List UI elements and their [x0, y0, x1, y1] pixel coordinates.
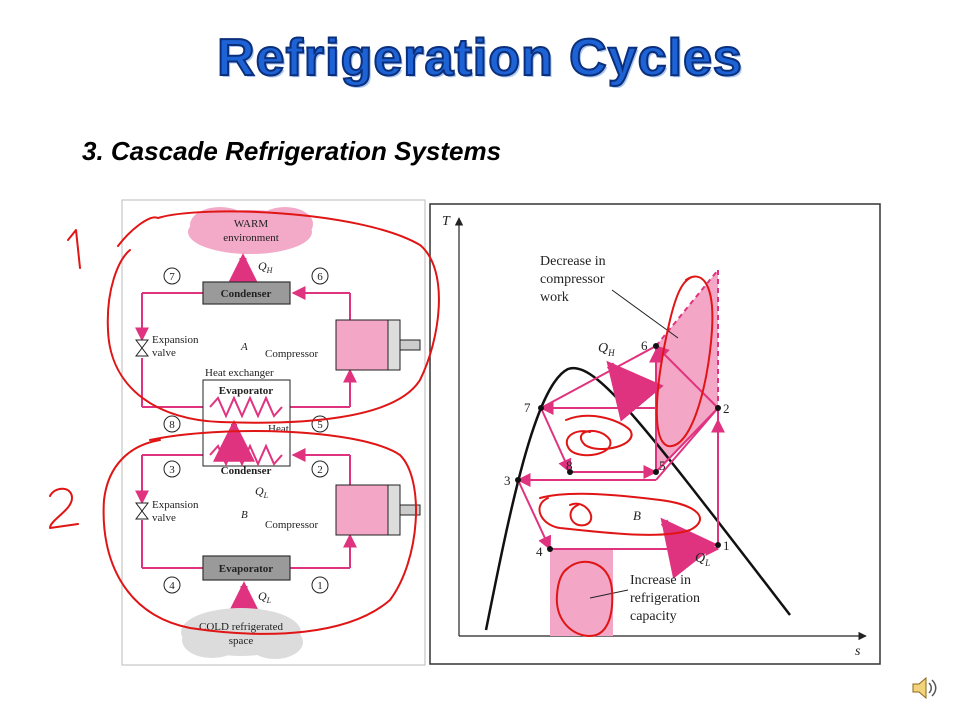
circle-cycle-2 [102, 430, 417, 635]
warm-label-1: WARM [234, 218, 268, 230]
scribble-cycle-a [565, 414, 633, 457]
qh-label: QH [258, 259, 274, 275]
t-axis-label: T [442, 214, 451, 229]
evaporator-bottom-label: Evaporator [219, 563, 274, 575]
scribble-compressor-work [655, 275, 714, 448]
note-bottom-line-1: Increase in [630, 573, 691, 588]
svg-text:6: 6 [317, 271, 323, 283]
warm-environment-cloud: WARM environment [188, 207, 313, 254]
compressor-b: Compressor [265, 484, 421, 536]
saturation-dome [484, 366, 791, 631]
schematic-panel: WARM environment QH [121, 199, 426, 666]
expansion-valve-a: Expansion valve [135, 334, 199, 359]
refrigeration-capacity-shade [550, 549, 613, 636]
svg-text:Evaporator: Evaporator [219, 385, 274, 397]
condenser-top-box [202, 281, 291, 305]
svg-text:Compressor: Compressor [265, 348, 319, 360]
svg-text:1: 1 [317, 580, 323, 592]
ql-arrow [660, 517, 718, 579]
note-bottom-leader [589, 589, 629, 599]
cycle-b-label: B [241, 509, 248, 521]
heat-exchanger-label: Heat exchanger [205, 367, 274, 379]
ts-state-5: 5 [659, 458, 666, 473]
slide-subtitle: 3. Cascade Refrigeration Systems [82, 136, 502, 166]
note-top-line-3: work [540, 290, 569, 305]
ts-ql-label: QL [695, 551, 710, 568]
scribble-cycle-b [538, 492, 701, 536]
state-4: 4 [163, 576, 181, 594]
compressor-work-shade [656, 270, 718, 472]
svg-text:valve: valve [152, 512, 176, 524]
ts-frame [429, 203, 881, 665]
cold-label-2: space [229, 635, 254, 647]
note-top-line-1: Decrease in [540, 254, 606, 269]
svg-text:4: 4 [169, 580, 175, 592]
ts-state-7: 7 [524, 400, 531, 415]
state-7: 7 [163, 267, 181, 285]
svg-text:2: 2 [317, 464, 323, 476]
warm-label-2: environment [223, 232, 279, 244]
speaker-icon[interactable] [910, 673, 940, 703]
ts-state-6: 6 [641, 338, 648, 353]
svg-text:Condenser: Condenser [221, 465, 272, 477]
ts-state-4: 4 [536, 544, 543, 559]
handwritten-1-stroke [67, 229, 81, 269]
scribble-capacity [555, 560, 614, 637]
ts-state-points [515, 343, 721, 552]
svg-text:8: 8 [169, 419, 175, 431]
dashed-line-2 [655, 269, 719, 347]
ts-state-3: 3 [504, 473, 511, 488]
heat-exchanger: Evaporator Heat Condenser [202, 379, 291, 477]
state-3: 3 [163, 460, 181, 478]
ts-cycle-b-label: B [633, 508, 641, 523]
svg-text:5: 5 [317, 419, 323, 431]
state-1: 1 [311, 576, 329, 594]
condenser-top-label: Condenser [221, 288, 272, 300]
cycle-b-lines [135, 448, 357, 569]
ts-state-8: 8 [566, 458, 573, 473]
ql-mid-label: QL [255, 484, 269, 500]
handwritten-2-stroke [49, 487, 79, 529]
slide-title: Refrigeration Cycles [216, 28, 743, 88]
svg-text:3: 3 [169, 464, 175, 476]
note-bottom-line-3: capacity [630, 609, 677, 624]
note-top-line-2: compressor [540, 272, 605, 287]
svg-text:Expansion: Expansion [152, 499, 199, 511]
svg-text:valve: valve [152, 347, 176, 359]
state-8: 8 [163, 415, 181, 433]
cycle-a-lines [135, 286, 357, 408]
cold-label-1: COLD refrigerated [199, 621, 283, 633]
svg-text:Expansion: Expansion [152, 334, 199, 346]
s-axis-label: s [855, 644, 861, 659]
state-6: 6 [311, 267, 329, 285]
ts-state-2: 2 [723, 401, 730, 416]
svg-text:7: 7 [169, 271, 175, 283]
compressor-a: Compressor [265, 319, 421, 371]
ts-qh-label: QH [598, 341, 615, 358]
ts-state-1: 1 [723, 538, 730, 553]
svg-text:Heat: Heat [268, 423, 289, 435]
ql-bottom-label: QL [258, 589, 272, 605]
cycle-a-label: A [240, 341, 248, 353]
evaporator-bottom-box [202, 555, 291, 581]
svg-text:Compressor: Compressor [265, 519, 319, 531]
ts-panel: T s QH QL [429, 203, 881, 665]
handwritten-annotations: 1 2 [49, 210, 714, 637]
circle-cycle-1 [106, 210, 440, 424]
expansion-valve-b: Expansion valve [135, 499, 199, 524]
note-bottom-line-2: refrigeration [630, 591, 700, 606]
state-2: 2 [311, 460, 329, 478]
qh-arrow [606, 360, 664, 422]
